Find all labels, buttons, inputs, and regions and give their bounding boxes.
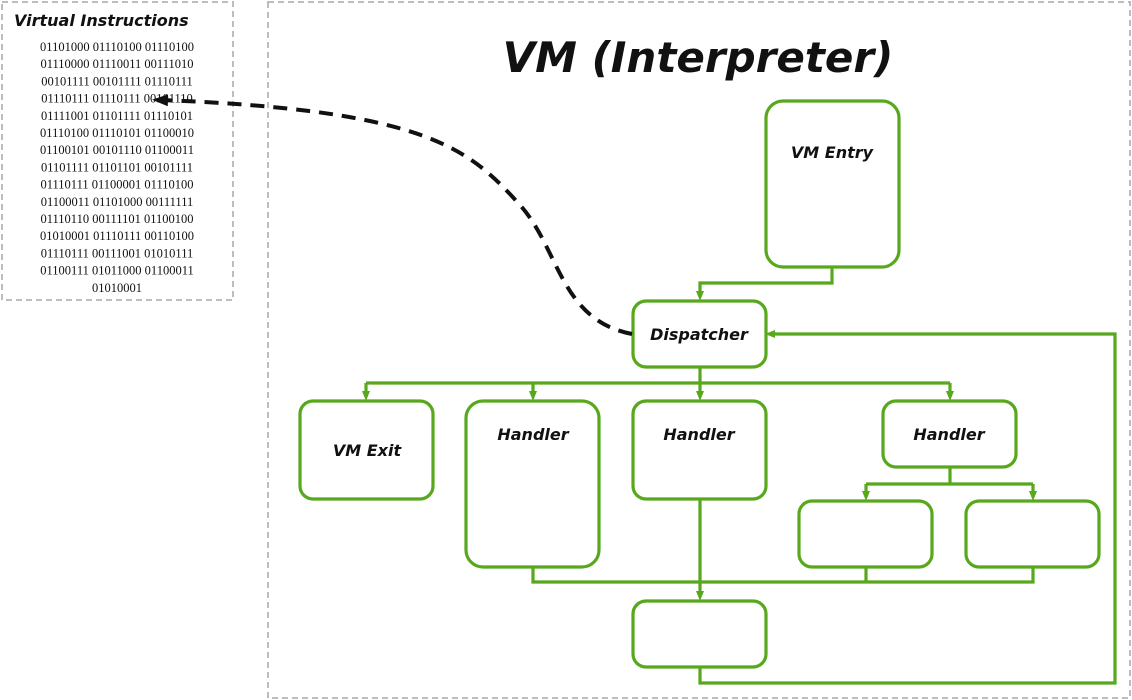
instruction-line: 01100101 00101110 01100011 <box>40 143 194 157</box>
virtual-instructions-frame <box>1 1 234 301</box>
instruction-line: 01110000 01110011 00111010 <box>40 57 193 71</box>
loop-back-to-dispatcher <box>698 330 1117 685</box>
sub-block-right <box>964 499 1101 569</box>
vm-title: VM (Interpreter) <box>503 33 894 82</box>
handler-label-1: Handler <box>497 425 569 444</box>
instruction-line: 01010001 01110111 00110100 <box>40 229 194 243</box>
dispatcher-box <box>631 299 768 369</box>
virtual-instructions-heading: Virtual Instructions <box>14 11 189 30</box>
instruction-line: 01110111 00111001 01010111 <box>41 246 194 260</box>
instruction-line: 01101111 01101101 00101111 <box>41 160 193 174</box>
vm-entry-label: VM Entry <box>791 143 874 162</box>
vm-entry-box <box>764 99 901 269</box>
instruction-line: 01110111 01100001 01110100 <box>40 178 193 192</box>
dispatcher-fanout-connector <box>366 367 950 385</box>
vm-exit-label: VM Exit <box>333 441 403 460</box>
handler-3-split-connector <box>866 467 1033 486</box>
handler-label-3: Handler <box>913 425 985 444</box>
dispatcher-label: Dispatcher <box>650 325 749 344</box>
vm-frame <box>267 1 1131 699</box>
instruction-line: 01100111 01011000 01100011 <box>40 264 193 278</box>
instruction-line: 01010001 <box>92 281 142 295</box>
instruction-line: 01111001 01101111 01110101 <box>41 109 193 123</box>
entry-to-dispatcher-connector <box>696 268 834 301</box>
handler-box-3 <box>881 399 1018 469</box>
instruction-line: 01110110 00111101 01100100 <box>40 212 193 226</box>
handler-label-2: Handler <box>663 425 735 444</box>
instruction-line: 01100011 01101000 00111111 <box>41 195 194 209</box>
instruction-line: 01110100 01110101 01100010 <box>40 126 194 140</box>
instruction-lines: 01101000 01110100 01110100 01110000 01110… <box>40 40 194 295</box>
sub-block-left <box>797 499 934 569</box>
handler-merge-connector <box>531 567 1035 584</box>
vm-exit-box <box>298 399 435 501</box>
instruction-line: 00101111 00101111 01110111 <box>41 74 193 88</box>
merge-block <box>631 599 768 669</box>
handler-box-1 <box>464 399 601 569</box>
fetch-instruction-link <box>152 94 633 336</box>
instruction-line: 01101000 01110100 01110100 <box>40 40 194 54</box>
handler-box-2 <box>631 399 768 501</box>
